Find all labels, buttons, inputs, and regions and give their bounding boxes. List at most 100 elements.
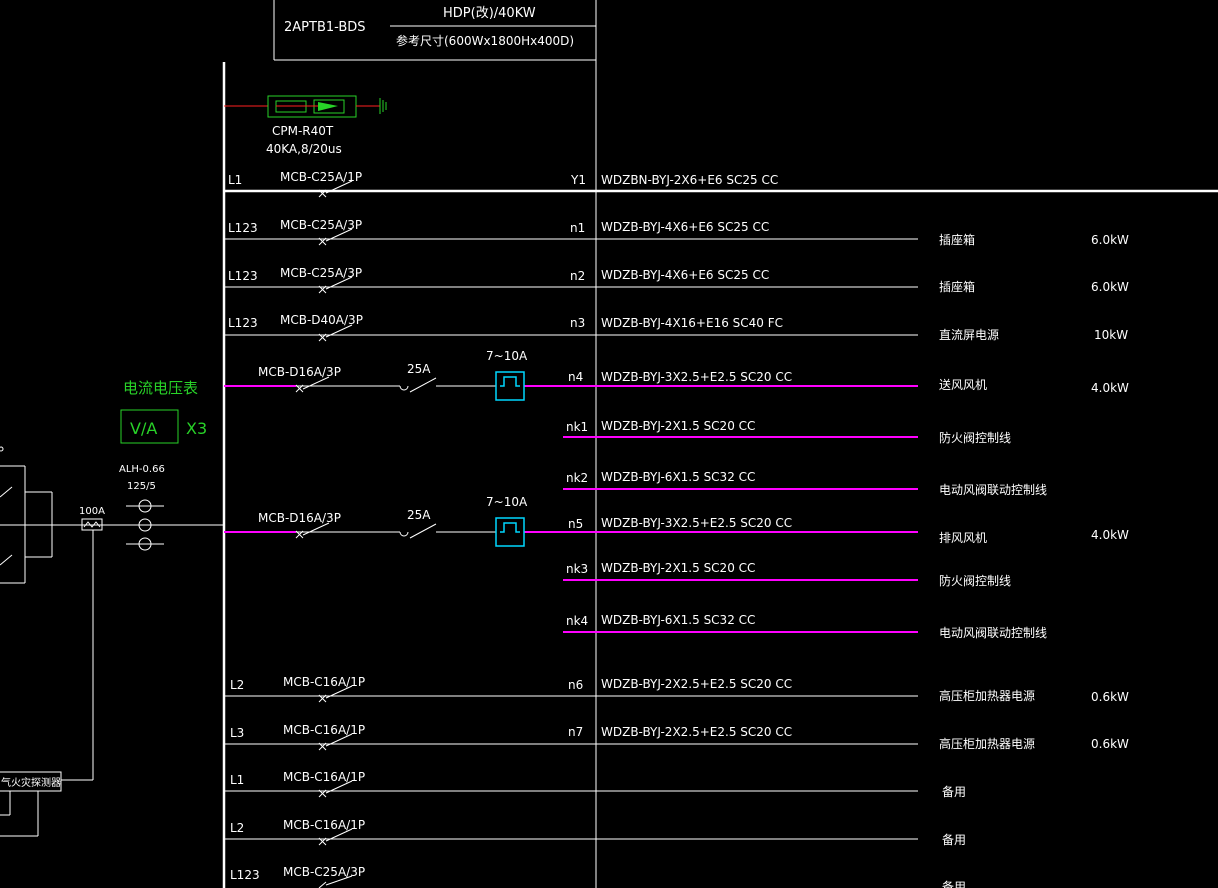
breaker-symbol [318,875,353,888]
circuit-breaker: MCB-C16A/1P [283,675,365,689]
circuit-row: L123 MCB-C25A/3P 备用 [230,865,966,888]
circuit-phase: L2 [230,821,244,835]
circuit-breaker: MCB-D40A/3P [280,313,363,327]
circuit-cable: WDZB-BYJ-2X2.5+E2.5 SC20 CC [601,725,792,739]
circuit-phase: L123 [228,316,258,330]
circuit-id: n2 [570,269,585,283]
circuit-phase: L1 [230,773,244,787]
circuit-row: L123 MCB-D40A/3P n3 WDZB-BYJ-4X16+E16 SC… [224,313,1128,342]
circuit-id: n7 [568,725,583,739]
circuit-row: L3 MCB-C16A/1P n7 WDZB-BYJ-2X2.5+E2.5 SC… [224,723,1129,751]
breaker-symbol [318,276,353,294]
circuit-id: n4 [568,370,583,384]
panel-id: 2APTB1-BDS [284,20,366,35]
circuit-id: n1 [570,221,585,235]
circuit-cable: WDZB-BYJ-6X1.5 SC32 CC [601,470,755,484]
circuit-breaker: MCB-C25A/3P [283,865,365,879]
circuit-power: 0.6kW [1091,690,1129,704]
circuit-row: L123 MCB-C25A/3P n1 WDZB-BYJ-4X6+E6 SC25… [224,218,1129,247]
circuit-row: L1 MCB-C16A/1P 备用 [224,770,966,799]
circuit-load: 插座箱 [939,279,975,294]
panel-dimensions: 参考尺寸(600Wx1800Hx400D) [396,33,574,48]
ct-model: ALH-0.66 [119,464,165,475]
breaker-symbol [318,324,353,342]
circuit-power: 0.6kW [1091,737,1129,751]
contactor-symbol [399,523,437,539]
circuit-load: 备用 [942,785,966,799]
circuit-row: L2 MCB-C16A/1P n6 WDZB-BYJ-2X2.5+E2.5 SC… [224,675,1129,704]
meter-label: V/A [130,419,157,438]
breaker-symbol [295,522,330,539]
circuit-cable: WDZB-BYJ-3X2.5+E2.5 SC20 CC [601,370,792,384]
surge-protector: CPM-R40T 40KA,8/20us [224,95,387,156]
circuit-row: L2 MCB-C16A/1P 备用 [224,818,966,847]
circuit-load: 备用 [942,880,966,888]
circuit-cable: WDZB-BYJ-6X1.5 SC32 CC [601,613,755,627]
circuit-phase: L123 [228,221,258,235]
circuit-breaker: MCB-C16A/1P [283,818,365,832]
ct-ratio: 125/5 [127,481,156,492]
circuit-cable: WDZB-BYJ-2X1.5 SC20 CC [601,561,755,575]
circuit-cable: WDZB-BYJ-3X2.5+E2.5 SC20 CC [601,516,792,530]
meter-multiplier: X3 [186,419,207,438]
circuit-id: n6 [568,678,583,692]
circuit-cable: WDZB-BYJ-4X6+E6 SC25 CC [601,268,769,282]
circuit-power: 4.0kW [1091,381,1129,395]
spd-rating: 40KA,8/20us [266,142,342,156]
fire-detector-box [0,771,62,792]
circuit-breaker: MCB-D16A/3P [258,511,341,525]
contactor-symbol [399,377,437,393]
breaker-symbol [318,228,353,246]
circuit-id: nk2 [566,471,588,485]
breaker-symbol [295,376,330,393]
circuit-phase: L123 [228,269,258,283]
circuit-cable: WDZB-BYJ-4X16+E16 SC40 FC [601,316,783,330]
circuit-load: 防火阀控制线 [939,430,1011,445]
circuit-breaker: MCB-D16A/3P [258,365,341,379]
breaker-symbol [318,828,353,846]
circuit-phase: L2 [230,678,244,692]
circuit-breaker: MCB-C16A/1P [283,770,365,784]
circuit-breaker: MCB-C16A/1P [283,723,365,737]
circuit-load: 高压柜加热器电源 [939,736,1035,751]
relay-rating: 7~10A [486,349,528,363]
circuit-id: nk1 [566,420,588,434]
breaker-symbol [318,780,353,798]
circuit-power: 6.0kW [1091,233,1129,247]
circuit-load: 插座箱 [939,232,975,247]
circuit-breaker: MCB-C25A/3P [280,266,362,280]
meter-title: 电流电压表 [123,379,198,397]
circuit-power: 6.0kW [1091,280,1129,294]
circuit-load: 备用 [942,833,966,847]
control-row: nk4 WDZB-BYJ-6X1.5 SC32 CC 电动风阀联动控制线 [563,613,1047,640]
circuit-id: n5 [568,517,583,531]
circuit-row: MCB-D16A/3P 25A 7~10A n4 WDZB-BYJ-3X2.5+… [224,349,1129,401]
thermal-relay-symbol [495,517,525,547]
circuit-row: L123 MCB-C25A/3P n2 WDZB-BYJ-4X6+E6 SC25… [224,266,1129,294]
control-row: nk3 WDZB-BYJ-2X1.5 SC20 CC 防火阀控制线 [563,561,1011,588]
spd-model: CPM-R40T [272,124,334,138]
circuit-cable: WDZB-BYJ-2X2.5+E2.5 SC20 CC [601,677,792,691]
circuit-row: MCB-D16A/3P 25A 7~10A n5 WDZB-BYJ-3X2.5+… [224,495,1129,547]
circuit-load: 排风风机 [939,531,987,545]
circuit-power: 10kW [1094,328,1128,342]
circuit-load: 防火阀控制线 [939,573,1011,588]
circuit-cable: WDZB-BYJ-4X6+E6 SC25 CC [601,220,769,234]
circuit-cable: WDZB-BYJ-2X1.5 SC20 CC [601,419,755,433]
circuit-id: n3 [570,316,585,330]
circuit-load: 直流屏电源 [939,328,999,342]
meter-group: 电流电压表 V/A X3 ALH-0.66 125/5 [119,379,207,551]
circuit-id: nk4 [566,614,588,628]
circuit-id: nk3 [566,562,588,576]
circuit-load: 电动风阀联动控制线 [939,626,1047,640]
panel-spec: HDP(改)/40KW [443,6,536,21]
circuit-phase: L1 [228,173,242,187]
circuit-breaker: MCB-C25A/1P [280,170,362,184]
contactor-rating: 25A [407,508,431,522]
title-block: 2APTB1-BDS HDP(改)/40KW 参考尺寸(600Wx1800Hx4… [273,0,596,61]
circuit-power: 4.0kW [1091,528,1129,542]
circuit-id: Y1 [570,173,586,187]
breaker-symbol [318,180,353,198]
meter-box [120,409,179,444]
